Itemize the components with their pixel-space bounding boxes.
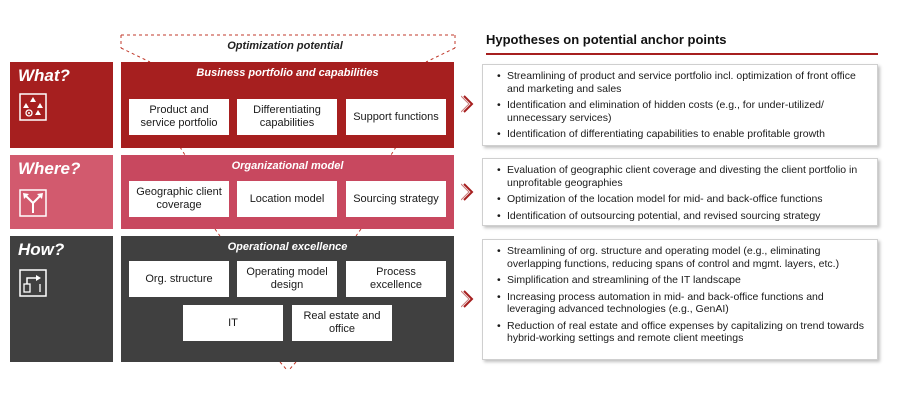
hypothesis-item: Reduction of real estate and office expe… bbox=[497, 320, 869, 345]
organizational-model-title: Organizational model bbox=[231, 160, 344, 172]
process-excellence-card: Process excellence bbox=[346, 261, 446, 297]
geographic-client-coverage-card: Geographic client coverage bbox=[129, 181, 229, 217]
operational-excellence-box: Operational excellence Org. structure Op… bbox=[121, 236, 454, 362]
business-portfolio-box: Business portfolio and capabilities Prod… bbox=[121, 62, 454, 148]
org-structure-card: Org. structure bbox=[129, 261, 229, 297]
chevron-right-icon bbox=[461, 290, 474, 308]
optimization-potential-label: Optimization potential bbox=[227, 40, 343, 52]
what-side-box: What? bbox=[10, 62, 113, 148]
what-label: What? bbox=[18, 66, 70, 85]
hypothesis-item: Optimization of the location model for m… bbox=[497, 193, 869, 206]
where-label: Where? bbox=[18, 159, 81, 178]
where-side-box: Where? bbox=[10, 155, 113, 229]
chevron-right-icon bbox=[461, 95, 474, 113]
hypothesis-item: Streamlining of product and service port… bbox=[497, 70, 869, 95]
hypothesis-item: Streamlining of org. structure and opera… bbox=[497, 245, 869, 270]
operating-model-design-card: Operating model design bbox=[237, 261, 337, 297]
hypothesis-item: Evaluation of geographic client coverage… bbox=[497, 164, 869, 189]
sourcing-strategy-card: Sourcing strategy bbox=[346, 181, 446, 217]
hypothesis-item: Identification of differentiating capabi… bbox=[497, 128, 869, 141]
how-side-box: How? bbox=[10, 236, 113, 362]
chevron-right-icon bbox=[461, 183, 474, 201]
location-model-card: Location model bbox=[237, 181, 337, 217]
process-flow-icon bbox=[19, 269, 47, 297]
real-estate-office-card: Real estate and office bbox=[292, 305, 392, 341]
support-functions-card: Support functions bbox=[346, 99, 446, 135]
hypotheses-title: Hypotheses on potential anchor points bbox=[486, 32, 727, 47]
how-label: How? bbox=[18, 240, 65, 259]
shapes-icon bbox=[19, 93, 47, 121]
hypothesis-item: Identification of outsourcing potential,… bbox=[497, 210, 869, 223]
hypothesis-item: Identification and elimination of hidden… bbox=[497, 99, 869, 124]
hypothesis-item: Simplification and streamlining of the I… bbox=[497, 274, 869, 287]
business-portfolio-title: Business portfolio and capabilities bbox=[196, 67, 379, 79]
hypotheses-box-what: Streamlining of product and service port… bbox=[482, 64, 878, 146]
product-service-portfolio-card: Product and service portfolio bbox=[129, 99, 229, 135]
split-arrows-icon bbox=[19, 189, 47, 217]
hypothesis-item: Increasing process automation in mid- an… bbox=[497, 291, 869, 316]
hypotheses-box-how: Streamlining of org. structure and opera… bbox=[482, 239, 878, 360]
operational-excellence-title: Operational excellence bbox=[227, 241, 348, 253]
differentiating-capabilities-card: Differentiating capabilities bbox=[237, 99, 337, 135]
organizational-model-box: Organizational model Geographic client c… bbox=[121, 155, 454, 229]
it-card: IT bbox=[183, 305, 283, 341]
hypotheses-box-where: Evaluation of geographic client coverage… bbox=[482, 158, 878, 226]
hypotheses-title-rule bbox=[486, 53, 878, 55]
